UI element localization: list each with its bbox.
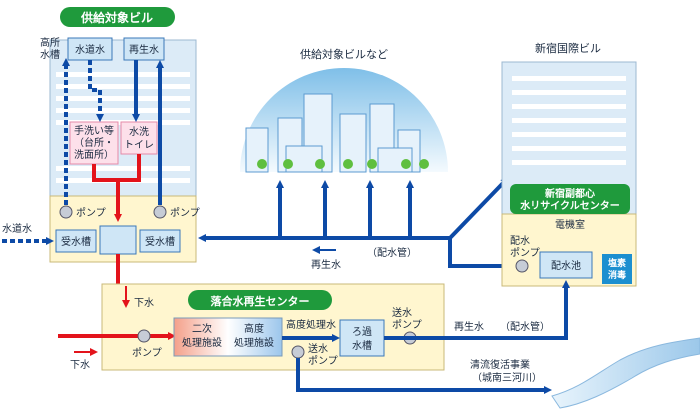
secondary-label-2: 処理施設 <box>182 336 222 349</box>
supply-building-title-badge <box>60 7 175 27</box>
toilet-box <box>120 121 158 155</box>
pipe-to-river <box>296 358 552 394</box>
washroom-label-2: （台所・ <box>74 136 114 149</box>
pump-left-label: ポンプ <box>76 207 106 219</box>
toilet-label-2: トイレ <box>124 140 154 151</box>
ochiai-title-badge <box>188 290 332 310</box>
chlorine-box <box>602 254 632 284</box>
recycle-center-label-2: 水リサイクルセンター <box>519 199 620 212</box>
skyline-title: 供給対象ビルなど <box>300 47 388 61</box>
skyline-buildings <box>245 93 421 173</box>
river-label-2: （城南三河川） <box>472 371 542 384</box>
receiving-tank-left <box>55 229 97 253</box>
send-pump-label-2: ポンプ <box>392 319 422 331</box>
sewage-in-label: 下水 <box>70 359 90 371</box>
recycle-center-label-1: 新宿副都心 <box>545 187 595 200</box>
recycled-water-tank <box>123 37 165 61</box>
dist-pump-icon <box>515 259 529 273</box>
receiving-tank-left-label: 受水槽 <box>61 235 91 248</box>
supply-building: 供給対象ビル 高所 水槽 水道水 再生水 手洗い等 （台所・ 洗面所） 水洗 ト… <box>2 7 200 263</box>
filter-tank-label-1: ろ過 <box>352 326 372 338</box>
ochiai-title: 落合水再生センター <box>211 294 310 308</box>
filter-tank-box <box>339 319 385 357</box>
ochiai-center: 落合水再生センター 下水 下水 ポンプ 二次 処理施設 高度 処理施設 高度処理… <box>58 283 445 371</box>
skyline: 供給対象ビルなど <box>240 47 448 173</box>
river-stream <box>551 337 700 409</box>
electric-room-label: 電機室 <box>555 218 585 231</box>
pump-right-icon <box>153 205 167 219</box>
dist-pump-label-2: ポンプ <box>510 247 540 259</box>
send-pump2-label-1: 送水 <box>308 342 328 355</box>
send-pump2-label-2: ポンプ <box>308 355 338 367</box>
washroom-label-3: 洗面所） <box>74 149 114 161</box>
shinjuku-building-title: 新宿国際ビル <box>535 41 601 55</box>
recycle-center-badge <box>510 184 630 214</box>
chlorine-label-1: 塩素 <box>608 257 626 269</box>
shinjuku-building: 新宿国際ビル 新宿副都心 水リサイクルセンター 電機室 配水 ポンプ 配水池 塩… <box>501 41 637 287</box>
chlorine-label-2: 消毒 <box>608 269 626 281</box>
washroom-label-1: 手洗い等 <box>74 124 114 137</box>
pipe-to-shinjuku <box>448 177 509 240</box>
reservoir-box <box>539 251 593 279</box>
recycled-water-right-label: 再生水 <box>454 320 484 333</box>
shinjuku-building-windows <box>512 76 626 165</box>
tap-water-in-label: 水道水 <box>2 222 32 235</box>
elevated-tank-label-1: 高所 <box>40 36 60 49</box>
pump-left-icon <box>59 205 73 219</box>
tap-water-tank-label: 水道水 <box>75 43 105 56</box>
elevated-tank-label-2: 水槽 <box>40 48 60 61</box>
send-pump2-icon <box>291 345 305 359</box>
reservoir-label: 配水池 <box>551 259 581 272</box>
drain-merge-pipe <box>92 154 141 218</box>
receiving-tank-right-label: 受水槽 <box>145 235 175 248</box>
ochiai-pump-icon <box>137 329 151 343</box>
advanced-water-label: 高度処理水 <box>286 318 336 331</box>
advanced-label-1: 高度 <box>244 322 264 335</box>
sewage-top-label: 下水 <box>134 297 154 309</box>
pump-right-label: ポンプ <box>170 207 200 219</box>
distribution-pipes: 再生水 （配水管） <box>198 177 532 271</box>
receiving-tank-right <box>139 229 181 253</box>
treatment-facility-box <box>173 317 283 357</box>
distribution-pipe-right-label: （配水管） <box>500 320 550 333</box>
recycled-water-tank-label: 再生水 <box>129 43 159 56</box>
recycled-water-mid-label: 再生水 <box>311 258 341 271</box>
supply-building-title: 供給対象ビル <box>80 10 153 25</box>
ochiai-pump-label: ポンプ <box>132 347 162 359</box>
river-label-1: 清流復活事業 <box>470 358 530 371</box>
secondary-label-1: 二次 <box>192 322 212 335</box>
tap-water-down-pipe <box>88 60 104 122</box>
dist-pump-label-1: 配水 <box>510 235 530 247</box>
advanced-label-2: 処理施設 <box>234 336 274 349</box>
toilet-label-1: 水洗 <box>129 126 149 138</box>
skyline-trees <box>257 159 429 169</box>
send-pump-label-1: 送水 <box>392 306 412 319</box>
filter-tank-label-2: 水槽 <box>352 339 372 352</box>
distribution-pipe-mid-label: （配水管） <box>367 246 417 259</box>
receiving-tank-middle <box>99 225 137 255</box>
pipe-to-shinjuku-reservoir <box>384 280 570 340</box>
